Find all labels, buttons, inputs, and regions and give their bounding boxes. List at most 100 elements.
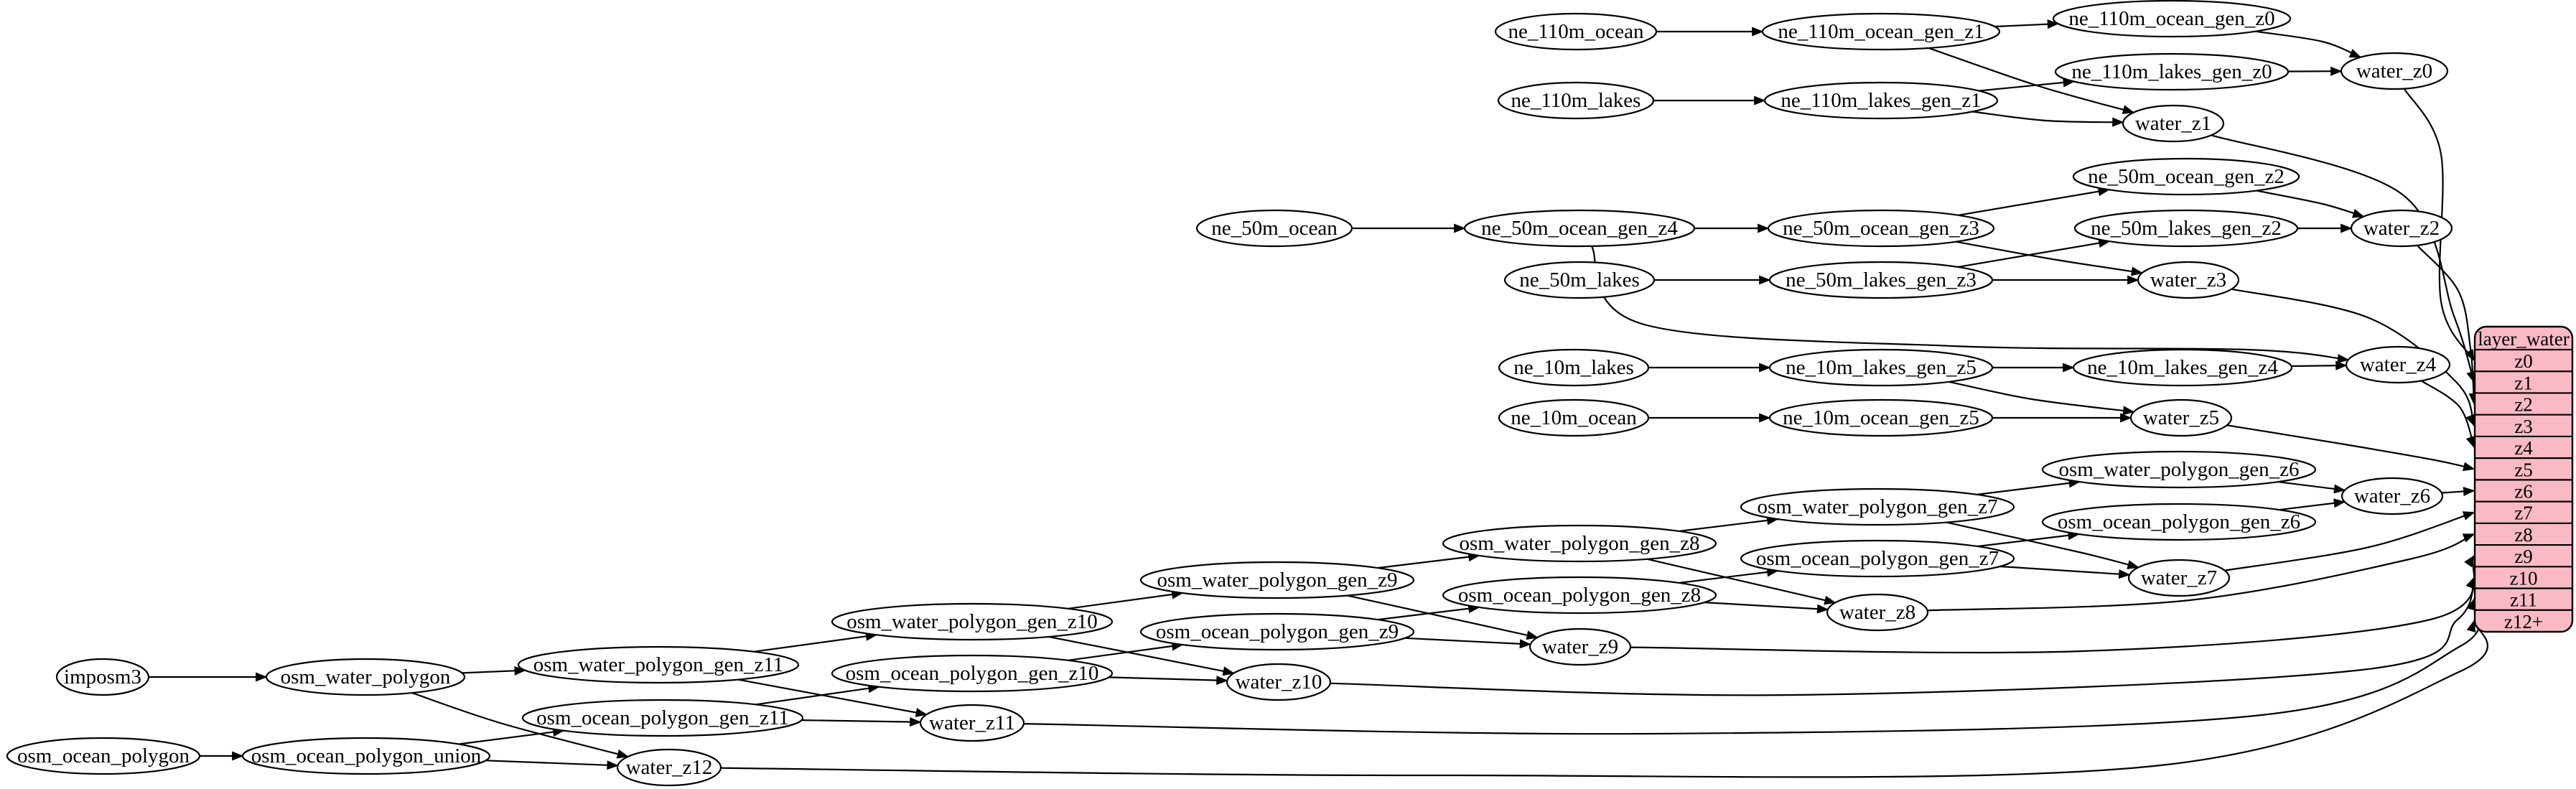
node-ellipse — [1768, 398, 1994, 437]
layer-water-table: layer_waterz0z1z2z3z4z5z6z7z8z9z10z11z12… — [2473, 325, 2574, 633]
edge-ne_110m_ocean_gen_z0-to-water_z0 — [2255, 30, 2362, 58]
node-label: ne_50m_lakes_gen_z3 — [1786, 269, 1977, 291]
edge-ne_50m_ocean_gen_z3-to-water_z3 — [1956, 241, 2144, 276]
table-row-z12+: z12+ — [2504, 611, 2543, 632]
edge-osm_water_polygon_gen_z11-to-osm_water_polygon_gen_z10 — [753, 631, 878, 653]
node-ellipse — [265, 658, 466, 696]
node-osm_water_polygon_gen_z10: osm_water_polygon_gen_z10 — [831, 602, 1114, 641]
table-row-z4: z4 — [2514, 437, 2533, 459]
node-water_z5: water_z5 — [2129, 398, 2233, 437]
node-water_z12: water_z12 — [616, 748, 722, 787]
edge-ne_110m_ocean_gen_z1-to-ne_110m_ocean_gen_z0 — [1994, 19, 2060, 29]
node-ellipse — [2137, 261, 2240, 299]
node-ne_110m_ocean: ne_110m_ocean — [1494, 12, 1658, 51]
node-label: osm_water_polygon_gen_z6 — [2058, 458, 2299, 481]
node-label: water_z4 — [2360, 353, 2437, 376]
node-ellipse — [55, 658, 150, 696]
node-label: osm_water_polygon_gen_z8 — [1459, 532, 1699, 555]
edge-water_z9-to-layer_water-z9 — [1630, 555, 2475, 654]
edge-osm_water_polygon-to-water_z12 — [411, 692, 629, 759]
edge-water_z5-to-layer_water-z5 — [2226, 424, 2475, 472]
edge-water_z12-to-layer_water-z12+ — [720, 620, 2488, 778]
table-row-z1: z1 — [2514, 372, 2532, 393]
node-ellipse — [919, 704, 1025, 742]
edge-osm_ocean_polygon_gen_z11-to-osm_ocean_polygon_gen_z10 — [755, 683, 880, 706]
edge-osm_ocean_polygon_gen_z10-to-water_z10 — [1109, 676, 1228, 686]
node-label: water_z0 — [2356, 60, 2432, 83]
edge-osm_ocean_polygon_gen_z6-to-water_z6 — [2279, 498, 2346, 511]
node-label: osm_ocean_polygon_union — [251, 744, 482, 767]
edge-water_z10-to-layer_water-z10 — [1330, 576, 2475, 696]
node-ellipse — [1529, 627, 1632, 666]
node-ellipse — [2072, 157, 2300, 196]
node-water_z2: water_z2 — [2350, 209, 2453, 248]
node-ne_10m_ocean: ne_10m_ocean — [1498, 398, 1650, 437]
node-label: osm_water_polygon_gen_z9 — [1157, 569, 1397, 592]
node-ellipse — [2341, 477, 2444, 515]
node-label: ne_10m_lakes — [1513, 356, 1634, 379]
edge-water_z6-to-layer_water-z6 — [2441, 486, 2475, 496]
node-water_z0: water_z0 — [2340, 52, 2449, 90]
node-ne_50m_ocean_gen_z3: ne_50m_ocean_gen_z3 — [1767, 209, 1995, 248]
node-label: osm_water_polygon_gen_z11 — [533, 653, 783, 676]
node-label: water_z10 — [1236, 671, 1322, 694]
edge-osm_water_polygon_gen_z9-to-water_z9 — [1347, 594, 1539, 640]
node-label: ne_50m_ocean_gen_z4 — [1481, 217, 1678, 240]
node-osm_water_polygon_gen_z8: osm_water_polygon_gen_z8 — [1442, 524, 1717, 563]
edges-layer — [149, 19, 2488, 778]
node-label: ne_10m_lakes_gen_z5 — [1786, 356, 1977, 379]
node-ne_10m_ocean_gen_z5: ne_10m_ocean_gen_z5 — [1768, 398, 1994, 437]
edge-osm_water_polygon_gen_z11-to-water_z11 — [737, 678, 928, 717]
edge-osm_water_polygon_gen_z9-to-osm_water_polygon_gen_z8 — [1377, 552, 1480, 569]
node-label: ne_110m_ocean_gen_z1 — [1778, 20, 1984, 43]
node-ellipse — [1768, 261, 1994, 299]
node-label: water_z1 — [2135, 112, 2211, 135]
node-ellipse — [1503, 261, 1656, 299]
node-label: osm_ocean_polygon_gen_z10 — [846, 662, 1099, 685]
table-row-z9: z9 — [2514, 546, 2532, 567]
node-ellipse — [2127, 559, 2231, 597]
node-osm_ocean_polygon_gen_z9: osm_ocean_polygon_gen_z9 — [1139, 612, 1415, 651]
node-label: osm_ocean_polygon_gen_z11 — [536, 706, 789, 729]
node-ellipse — [1740, 487, 2015, 526]
node-ellipse — [1442, 524, 1717, 563]
edge-water_z4-to-layer_water-z4 — [2420, 380, 2475, 449]
edge-osm_water_polygon-to-osm_water_polygon_gen_z11 — [462, 666, 526, 676]
node-label: water_z2 — [2363, 217, 2440, 240]
node-water_z1: water_z1 — [2122, 104, 2225, 143]
edge-osm_ocean_polygon_union-to-osm_ocean_polygon_gen_z11 — [458, 727, 565, 745]
node-ellipse — [1768, 348, 1994, 387]
node-ellipse — [1442, 576, 1717, 615]
node-ellipse — [2129, 398, 2233, 437]
node-label: osm_ocean_polygon_gen_z7 — [1756, 547, 1999, 570]
node-label: ne_110m_lakes_gen_z0 — [2071, 60, 2272, 83]
node-ellipse — [1740, 539, 2015, 578]
node-label: water_z12 — [626, 756, 713, 779]
node-label: ne_50m_lakes — [1519, 269, 1640, 291]
node-ellipse — [1139, 561, 1415, 599]
node-ellipse — [2054, 52, 2290, 91]
table-row-z6: z6 — [2514, 480, 2532, 502]
node-label: osm_water_polygon_gen_z10 — [846, 610, 1098, 633]
table-row-z7: z7 — [2514, 503, 2532, 524]
node-ellipse — [1763, 81, 1999, 120]
node-ne_110m_ocean_gen_z0: ne_110m_ocean_gen_z0 — [2052, 0, 2292, 38]
node-imposm3: imposm3 — [55, 658, 150, 696]
edge-ne_50m_ocean_gen_z4-to-water_z4 — [1590, 246, 2350, 364]
nodes-layer: ne_110m_ocean ne_110m_ocean_gen_z1 ne_110m… — [6, 0, 2453, 787]
node-ellipse — [517, 645, 800, 684]
node-water_z8: water_z8 — [1826, 593, 1929, 632]
node-osm_ocean_polygon_gen_z10: osm_ocean_polygon_gen_z10 — [831, 654, 1114, 693]
edge-osm_ocean_polygon_gen_z7-to-osm_ocean_polygon_gen_z6 — [1977, 531, 2080, 548]
node-label: osm_water_polygon — [281, 666, 451, 688]
node-ne_50m_ocean_gen_z2: ne_50m_ocean_gen_z2 — [2072, 157, 2300, 196]
node-label: ne_10m_ocean — [1511, 406, 1637, 429]
edge-ne_50m_ocean_gen_z2-to-water_z2 — [2256, 190, 2365, 218]
node-label: imposm3 — [64, 666, 141, 688]
node-ellipse — [2073, 209, 2299, 248]
node-ellipse — [2350, 209, 2453, 248]
node-ellipse — [1494, 12, 1658, 51]
edge-ne_50m_ocean_gen_z3-to-ne_50m_ocean_gen_z2 — [1958, 187, 2110, 216]
